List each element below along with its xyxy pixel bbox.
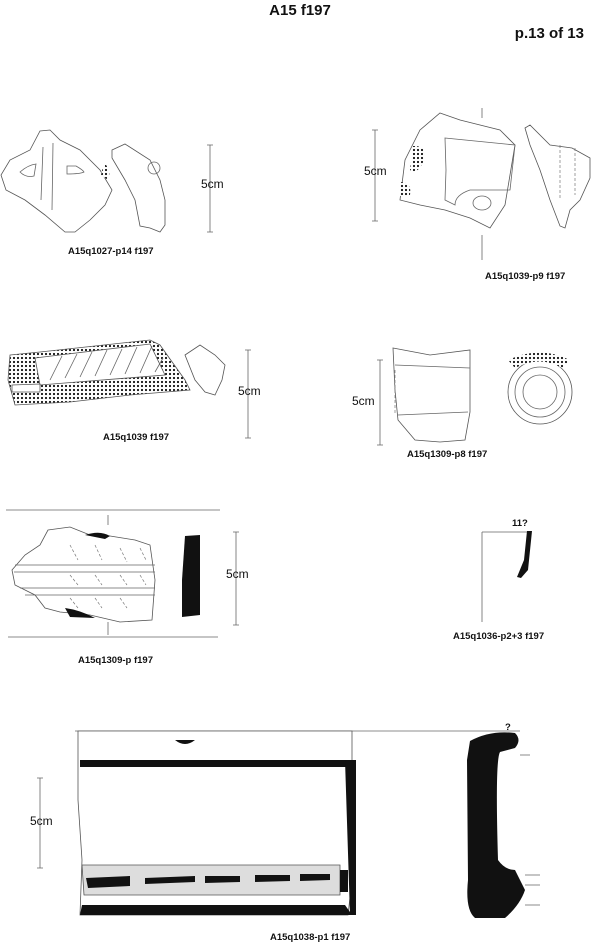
scale-label: 5cm [201, 177, 224, 191]
rim-diameter-note: ? [505, 722, 511, 733]
figure-label: A15q1027-p14 f197 [68, 246, 154, 257]
scale-label: 5cm [226, 567, 249, 581]
figure-a15q1039: 5cm A15q1039 f197 [7, 339, 261, 443]
figure-a15q1038-p1: ? 5cm A15q1038-p1 f197 [30, 722, 540, 943]
figure-label: A15q1039-p9 f197 [485, 271, 565, 282]
figure-label: A15q1309-p f197 [78, 655, 153, 666]
rim-diameter-note: 11? [512, 518, 528, 529]
scale-label: 5cm [364, 164, 387, 178]
figure-a15q1027-p14: 5cm A15q1027-p14 f197 [0, 129, 224, 257]
scale-label: 5cm [352, 394, 375, 408]
figure-label: A15q1309-p8 f197 [407, 449, 487, 460]
page-title: A15 f197 [269, 2, 331, 19]
scale-label: 5cm [30, 814, 53, 828]
figure-a15q1309-p: 5cm A15q1309-p f197 [6, 509, 249, 666]
figure-a15q1036-p2p3: 11? A15q1036-p2+3 f197 [453, 518, 544, 642]
figure-a15q1039-p9: 5cm A15q1039-p9 f197 [364, 108, 591, 282]
page-number: p.13 of 13 [515, 25, 584, 42]
figure-label: A15q1036-p2+3 f197 [453, 631, 544, 642]
scale-label: 5cm [238, 384, 261, 398]
figure-label: A15q1039 f197 [103, 432, 169, 443]
figure-a15q1309-p8: 5cm A15q1309-p8 f197 [352, 347, 573, 460]
figure-label: A15q1038-p1 f197 [270, 932, 350, 943]
